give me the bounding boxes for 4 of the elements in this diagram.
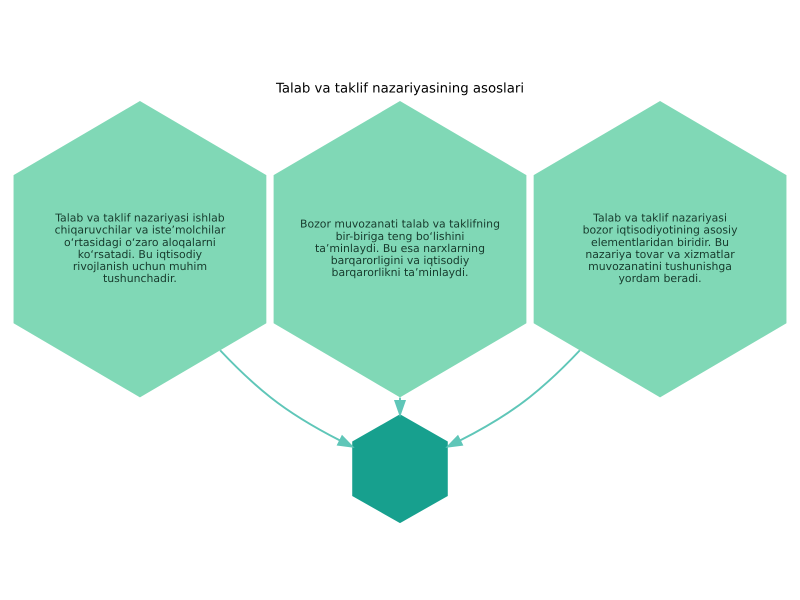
arrow — [220, 350, 355, 448]
node-hexagon — [352, 414, 448, 524]
diagram-title: Talab va taklif nazariyasining asoslari — [276, 81, 524, 96]
arrow — [445, 350, 580, 448]
